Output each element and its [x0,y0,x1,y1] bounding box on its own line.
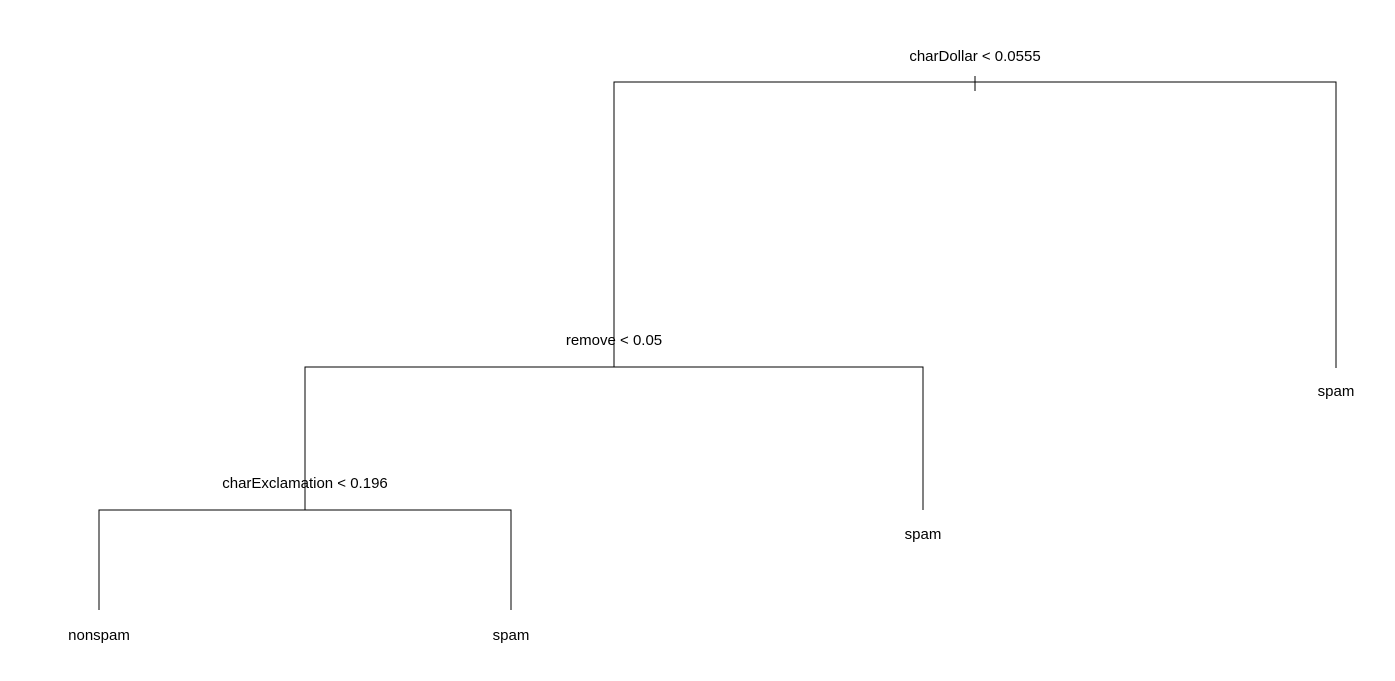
root-branch [613,81,1337,368]
remove-branch [304,366,924,510]
leaf-spam-3: spam [1317,383,1355,400]
charexclamation-branch [98,509,512,610]
remove-split-label: remove < 0.05 [565,332,663,349]
leaf-spam-1: spam [492,627,530,644]
root-split-label: charDollar < 0.0555 [909,48,1041,65]
charexclamation-split-label: charExclamation < 0.196 [222,475,388,492]
leaf-nonspam: nonspam [68,627,130,644]
leaf-spam-2: spam [904,526,942,543]
